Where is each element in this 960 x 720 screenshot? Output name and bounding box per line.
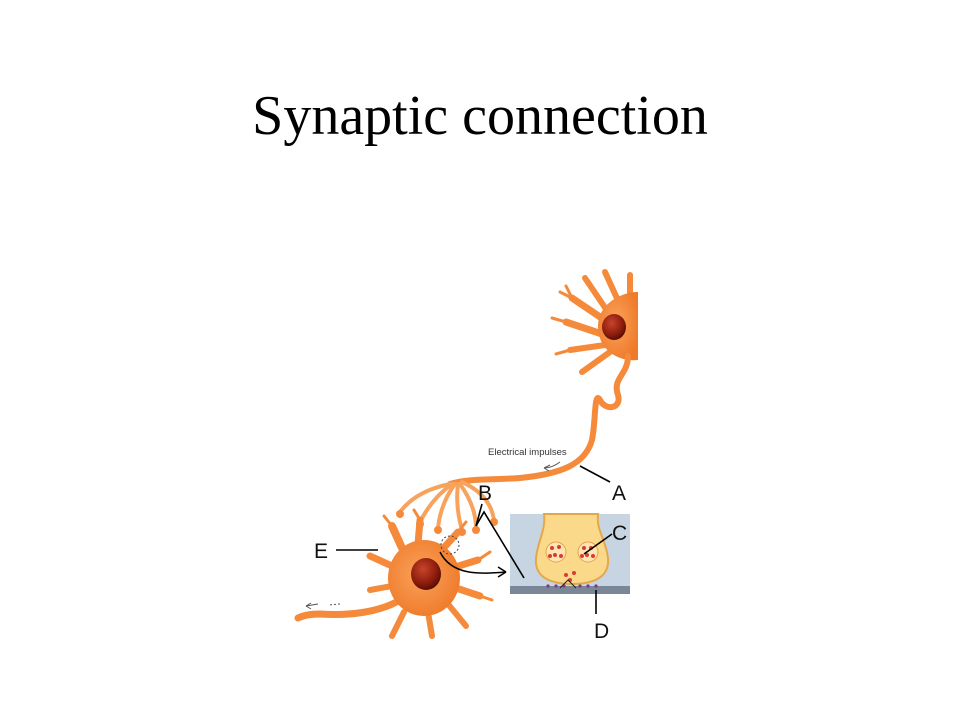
postsynaptic-membrane <box>510 586 630 594</box>
synapse-inset <box>510 513 630 594</box>
presynaptic-axon <box>447 353 631 487</box>
postsynaptic-neuron <box>294 508 494 639</box>
presynaptic-neuron <box>396 269 638 536</box>
receptor-sites <box>546 584 598 588</box>
electrical-impulses-caption: Electrical impulses <box>488 447 567 458</box>
release-arrows <box>559 579 577 589</box>
label-e: E <box>314 540 328 563</box>
postsynaptic-dendrites <box>366 508 494 639</box>
label-c: C <box>612 522 627 545</box>
postsynaptic-nucleus <box>411 558 441 590</box>
label-a: A <box>612 482 626 505</box>
leader-line-c <box>583 533 613 555</box>
leader-line-a <box>579 465 611 483</box>
label-d: D <box>594 620 609 643</box>
synapse-highlight-circle <box>440 535 460 555</box>
presynaptic-nucleus <box>602 314 626 340</box>
postsynaptic-axon <box>294 596 404 622</box>
synaptic-vesicles <box>545 541 599 582</box>
leader-lines <box>336 465 613 614</box>
impulse-arrows <box>305 461 561 610</box>
label-b: B <box>478 482 492 505</box>
leader-line-b <box>475 503 525 579</box>
magnify-arrow <box>439 551 507 578</box>
slide-title: Synaptic connection <box>252 85 708 147</box>
